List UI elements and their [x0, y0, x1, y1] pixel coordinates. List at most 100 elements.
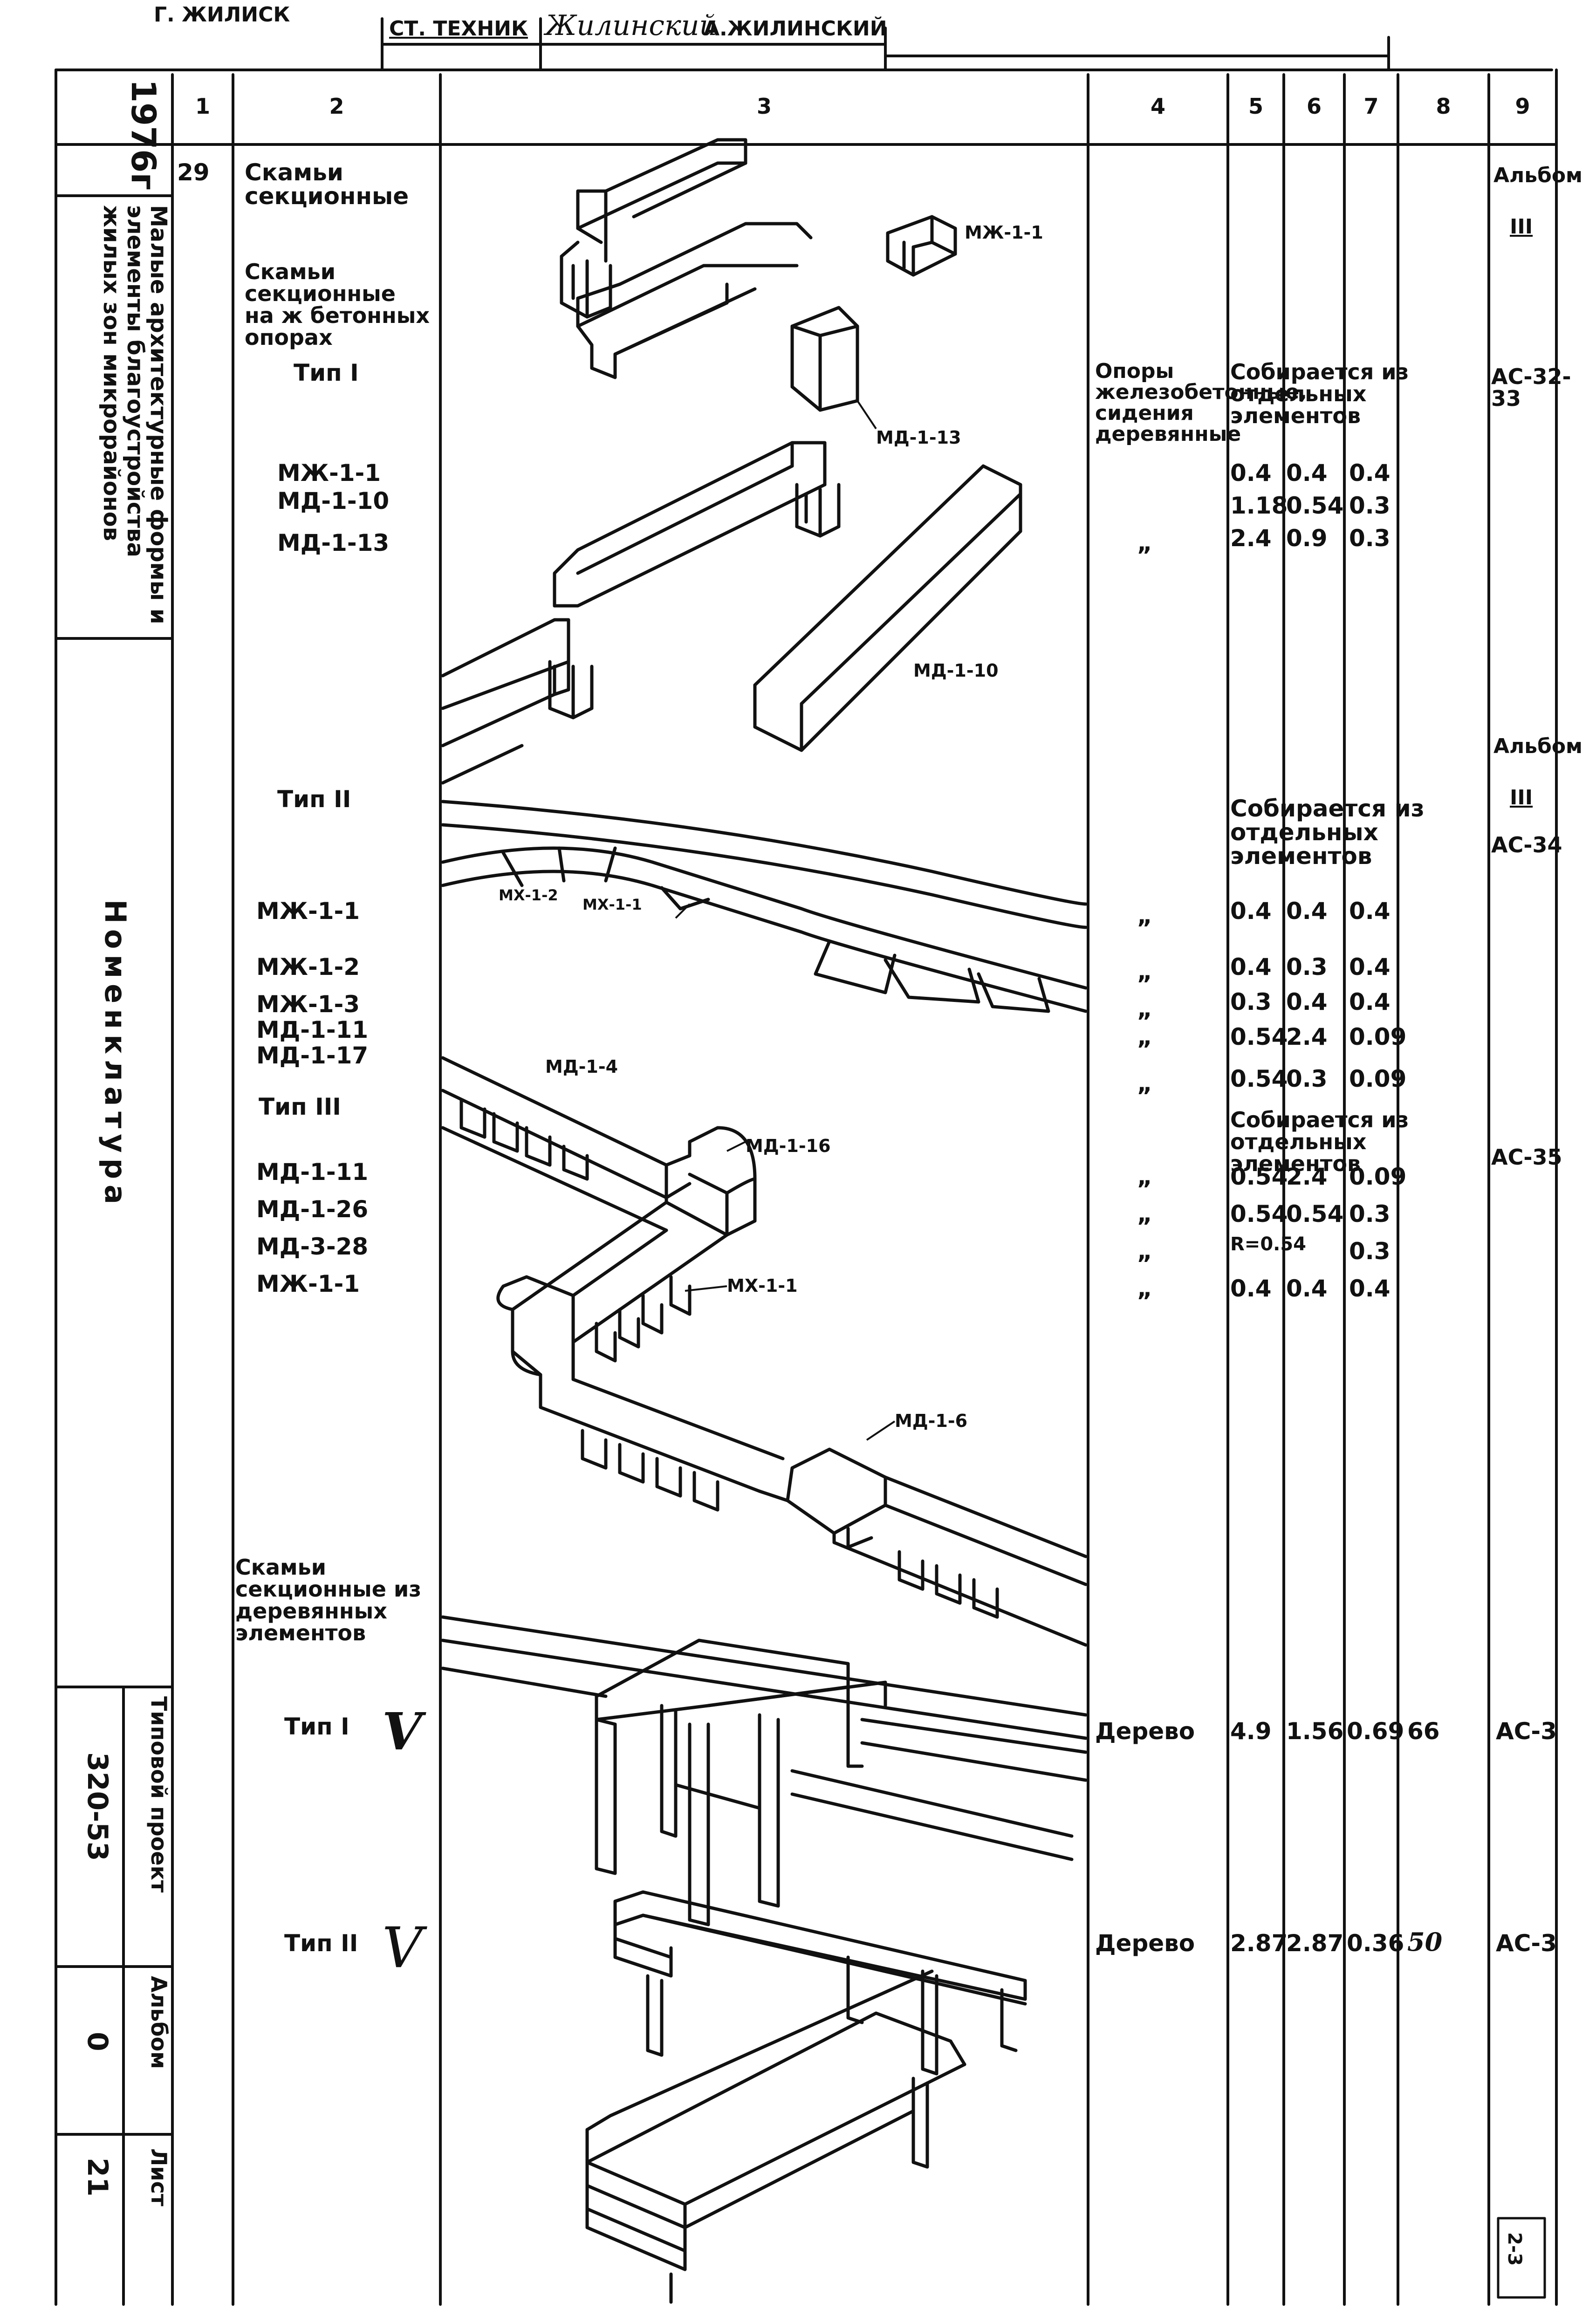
wood-row1-col4: Дерево — [1095, 1718, 1195, 1745]
type1-code-1: МЖ-1-1 — [277, 459, 381, 487]
assembled-note-type3: Собирается из отдельных элементов — [1230, 1107, 1409, 1176]
stamp-sheet-number: 21 — [81, 2158, 114, 2197]
type2-row3-col7: 0.4 — [1349, 988, 1391, 1015]
type2-row1-col4: „ — [1137, 902, 1152, 929]
wood-row1-col9: АС-3 — [1496, 1718, 1557, 1745]
ref-type2: АС-34 — [1491, 832, 1562, 857]
top-strip-surname: А.ЖИЛИНСКИЙ — [704, 17, 887, 41]
label-mx-1-1: МХ-1-1 — [582, 896, 642, 913]
ref-type3: АС-35 — [1491, 1145, 1562, 1170]
type2-row1-col5: 0.4 — [1230, 898, 1272, 925]
type3-row4-col4: „ — [1137, 1275, 1152, 1302]
type3-row2-col4: „ — [1137, 1200, 1152, 1227]
type3-row3-col7: 0.3 — [1349, 1238, 1391, 1265]
type3-code-1: МД-1-11 — [256, 1158, 369, 1186]
type3-code-3: МД-3-28 — [256, 1233, 369, 1260]
ref-album-2: Альбом — [1493, 734, 1583, 758]
wood-row1-col6: 1.56 — [1286, 1718, 1344, 1745]
type3-row3-col4: „ — [1137, 1238, 1152, 1265]
ref-type1: АС-32-33 — [1491, 364, 1571, 411]
type3-row2-col7: 0.3 — [1349, 1200, 1391, 1227]
stamp-sheet-label: Лист — [146, 2148, 171, 2207]
type1-row2-col7: 0.3 — [1349, 492, 1391, 519]
wooden-bench-type2-drawing — [585, 1890, 1027, 2304]
type2-code-4: МД-1-11 — [256, 1016, 369, 1043]
type2-code-5: МД-1-17 — [256, 1042, 369, 1069]
type2-row2-col5: 0.4 — [1230, 953, 1272, 980]
type2-row4-col7: 0.09 — [1349, 1023, 1407, 1050]
type1-row1-col7: 0.4 — [1349, 459, 1391, 487]
type3-row1-col6: 2.4 — [1286, 1163, 1328, 1190]
ref-album-1: Альбом — [1493, 164, 1583, 187]
wood-row2-col9: АС-3 — [1496, 1930, 1557, 1957]
type1-code-2: МД-1-10 — [277, 487, 390, 514]
column-header-2: 2 — [329, 94, 344, 119]
wood-row2-col5: 2.87 — [1230, 1930, 1288, 1957]
column-header-5: 5 — [1248, 94, 1263, 119]
assembled-note-type1: Собирается из отдельных элементов — [1230, 359, 1409, 428]
top-strip-role: СТ. ТЕХНИК — [389, 17, 528, 41]
entry-wood-type2: Тип II — [284, 1930, 358, 1957]
column-header-7: 7 — [1363, 94, 1379, 119]
stamp-album-number: 0 — [81, 2032, 114, 2051]
column-header-6: 6 — [1306, 94, 1322, 119]
label-md-1-6: МД-1-6 — [895, 1411, 968, 1431]
type3-row1-col5: 0.54 — [1230, 1163, 1288, 1190]
type2-row3-col6: 0.4 — [1286, 988, 1328, 1015]
entry-type2: Тип II — [277, 786, 351, 813]
type2-code-1: МЖ-1-1 — [256, 898, 360, 925]
wood-row2-col6: 2.87 — [1286, 1930, 1344, 1957]
type2-row1-col7: 0.4 — [1349, 898, 1391, 925]
column-header-8: 8 — [1436, 94, 1451, 119]
entry-wood-subtitle: Скамьи секционные из деревянных элементо… — [235, 1555, 421, 1645]
label-md-1-13: МД-1-13 — [876, 427, 961, 448]
wood-row2-col8: 50 — [1407, 1927, 1443, 1957]
type3-row2-col5: 0.54 — [1230, 1200, 1288, 1227]
type2-row5-col5: 0.54 — [1230, 1065, 1288, 1092]
concrete-bench-type2-drawing — [441, 800, 1088, 1013]
type1-row3-col7: 0.3 — [1349, 525, 1391, 552]
type1-row1-col5: 0.4 — [1230, 459, 1272, 487]
wood-type1-check-mark: V — [382, 1701, 422, 1762]
type3-code-2: МД-1-26 — [256, 1196, 369, 1223]
type1-row1-col6: 0.4 — [1286, 459, 1328, 487]
wood-row2-col4: Дерево — [1095, 1930, 1195, 1957]
entry-number: 29 — [177, 159, 210, 186]
stamp-typical-project-label: Типовой проект — [146, 1696, 171, 1893]
label-mzh-1-1: МЖ-1-1 — [965, 222, 1043, 243]
stamp-project-title: Малые архитектурные формы и элементы бла… — [98, 205, 171, 624]
type3-row4-col5: 0.4 — [1230, 1275, 1272, 1302]
concrete-bench-type1-drawing — [441, 138, 1022, 785]
wood-row2-col7: 0.36 — [1347, 1930, 1404, 1957]
entry-title: Скамьи секционные — [245, 159, 409, 210]
type2-row2-col6: 0.3 — [1286, 953, 1328, 980]
type2-code-2: МЖ-1-2 — [256, 953, 360, 980]
stamp-section: Номенклатура — [98, 899, 132, 1210]
label-mx-1-2: МХ-1-2 — [499, 886, 558, 904]
top-strip-cut-name: Г. ЖИЛИСК — [154, 3, 290, 27]
wood-row1-col7: 0.69 — [1347, 1718, 1404, 1745]
leader-lines — [675, 400, 896, 1441]
type3-row1-col7: 0.09 — [1349, 1163, 1407, 1190]
type2-row4-col5: 0.54 — [1230, 1023, 1288, 1050]
ref-album-1-num: III — [1510, 215, 1533, 239]
type2-row5-col6: 0.3 — [1286, 1065, 1328, 1092]
ref-album-2-num: III — [1510, 786, 1533, 809]
material-type1: Опоры железобетонные, сидения деревянные — [1095, 359, 1307, 446]
type2-row4-col4: „ — [1137, 1023, 1152, 1050]
type2-row5-col7: 0.09 — [1349, 1065, 1407, 1092]
type2-row5-col4: „ — [1137, 1070, 1152, 1097]
type3-row3-col5: R=0.54 — [1230, 1234, 1307, 1255]
column-header-3: 3 — [756, 94, 772, 119]
corner-mark: 2-3 — [1504, 2232, 1525, 2266]
type1-code-3: МД-1-13 — [277, 529, 390, 556]
column-header-1: 1 — [195, 94, 210, 119]
type1-row3-col6: 0.9 — [1286, 525, 1328, 552]
label-md-1-16: МД-1-16 — [746, 1136, 831, 1156]
wooden-bench-type1-drawing — [441, 1615, 1088, 1926]
entry-wood-type1: Тип I — [284, 1713, 349, 1740]
type2-code-3: МЖ-1-3 — [256, 991, 360, 1018]
type2-row4-col6: 2.4 — [1286, 1023, 1328, 1050]
concrete-bench-type3-drawing — [441, 1056, 1088, 1647]
